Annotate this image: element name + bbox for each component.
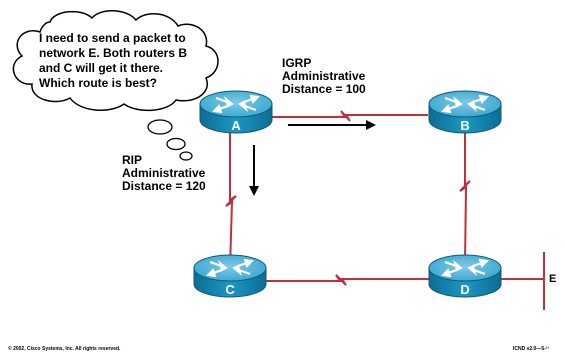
router-d[interactable]: D — [428, 254, 502, 298]
thought-line: Which route is best? — [39, 76, 158, 90]
link-b-d — [459, 133, 471, 265]
rip-line: RIP — [122, 153, 143, 167]
igrp-line: Distance = 100 — [282, 82, 366, 96]
router-d-label: D — [460, 282, 469, 297]
rip-line: Administrative — [122, 166, 206, 180]
thought-bubble — [12, 10, 219, 161]
router-b[interactable]: B — [428, 90, 502, 134]
footer-copyright: © 2002, Cisco Systems, Inc. All rights r… — [8, 346, 121, 352]
arrow-to-b — [288, 120, 376, 130]
router-b-label: B — [460, 118, 469, 133]
router-c[interactable]: C — [193, 254, 267, 298]
router-arrows-icon — [205, 258, 255, 278]
link-a-b — [272, 110, 428, 122]
network-e-label: E — [549, 273, 557, 285]
rip-label: RIP Administrative Distance = 120 — [122, 154, 206, 193]
router-a-label: A — [231, 118, 241, 133]
link-c-d — [264, 274, 431, 286]
router-arrows-icon — [211, 94, 261, 114]
thought-line: and C will get it there. — [39, 61, 164, 75]
router-c-label: C — [225, 282, 235, 297]
igrp-line: IGRP — [282, 56, 312, 70]
thought-bubble-text: I need to send a packet to network E. Bo… — [39, 31, 209, 91]
arrow-to-c — [249, 145, 259, 196]
thought-line: I need to send a packet to — [39, 31, 186, 45]
link-a-c — [225, 133, 237, 269]
rip-line: Distance = 120 — [122, 179, 206, 193]
thought-line: network E. Both routers B — [39, 46, 188, 60]
router-arrows-icon — [440, 94, 490, 114]
igrp-line: Administrative — [282, 69, 366, 83]
router-arrows-icon — [440, 258, 490, 278]
footer-course: ICND v2.0—5-¹¹ — [513, 346, 550, 352]
igrp-label: IGRP Administrative Distance = 100 — [282, 57, 366, 96]
router-a[interactable]: A — [199, 90, 273, 134]
link-d-e — [501, 252, 545, 310]
